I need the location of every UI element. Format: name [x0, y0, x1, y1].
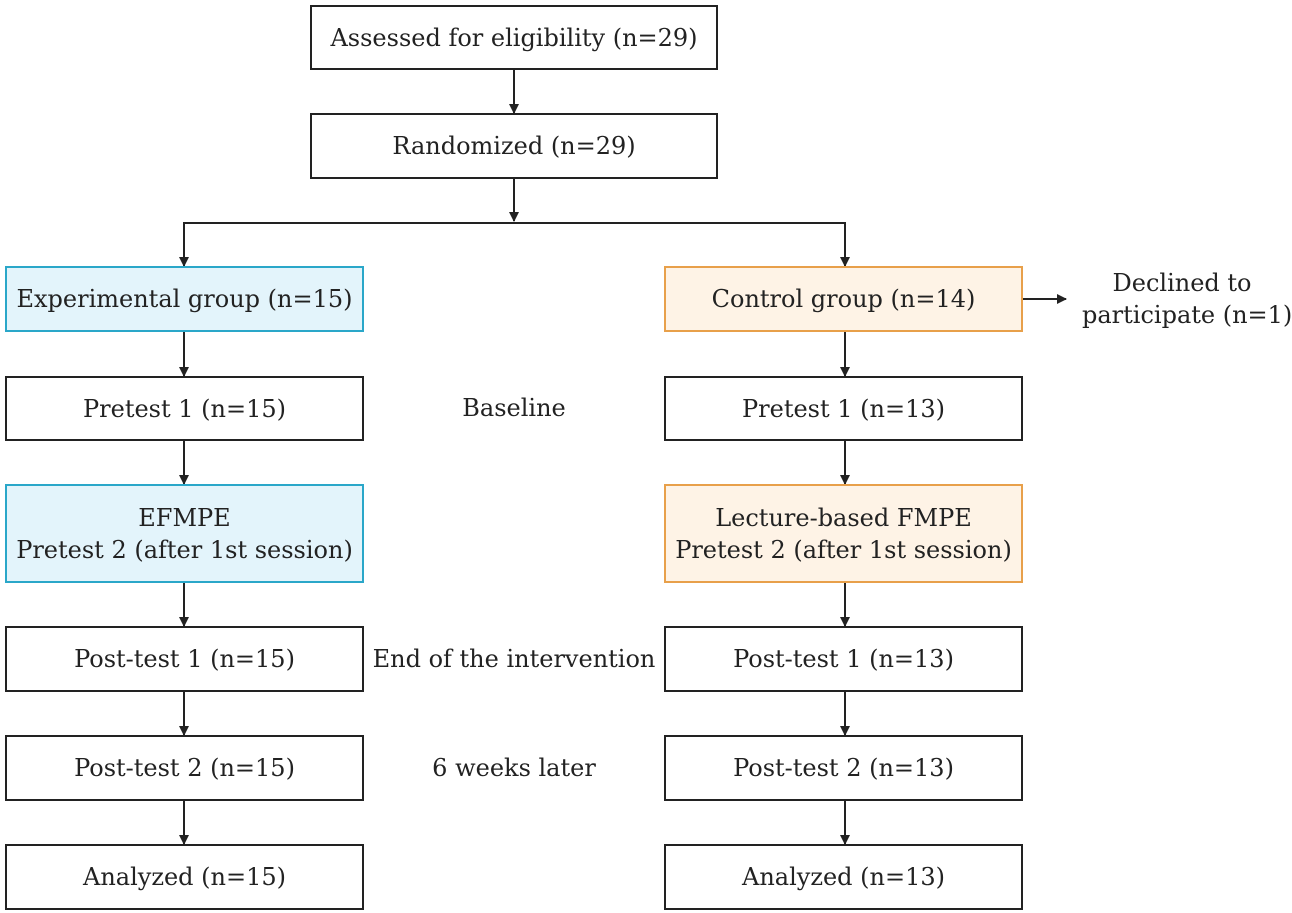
experimental-pretest2-label: Pretest 2 (after 1st session): [16, 535, 353, 564]
control-posttest2-box: Post-test 2 (n=13): [664, 735, 1023, 801]
experimental-posttest1-box: Post-test 1 (n=15): [5, 626, 364, 692]
assessed-label: Assessed for eligibility (n=29): [330, 23, 698, 52]
timepoint-baseline: Baseline: [462, 394, 566, 422]
experimental-posttest2-box: Post-test 2 (n=15): [5, 735, 364, 801]
control-analyzed-box: Analyzed (n=13): [664, 844, 1023, 910]
experimental-analyzed-box: Analyzed (n=15): [5, 844, 364, 910]
control-pretest2-label: Pretest 2 (after 1st session): [675, 535, 1012, 564]
experimental-group-box: Experimental group (n=15): [5, 266, 364, 332]
experimental-pretest1-label: Pretest 1 (n=15): [83, 394, 286, 423]
experimental-intervention-name: EFMPE: [138, 503, 231, 532]
control-intervention-box: Lecture-based FMPE Pretest 2 (after 1st …: [664, 484, 1023, 583]
declined-line2: participate (n=1): [1082, 301, 1292, 329]
timepoint-end-of-intervention: End of the intervention: [372, 645, 656, 673]
randomized-label: Randomized (n=29): [392, 132, 636, 160]
control-posttest1-box: Post-test 1 (n=13): [664, 626, 1023, 692]
split-connector: [183, 222, 846, 266]
control-posttest1-label: Post-test 1 (n=13): [733, 645, 954, 673]
experimental-posttest1-label: Post-test 1 (n=15): [74, 645, 295, 673]
control-pretest1-box: Pretest 1 (n=13): [664, 376, 1023, 441]
control-posttest2-label: Post-test 2 (n=13): [733, 754, 954, 782]
experimental-group-label: Experimental group (n=15): [16, 285, 353, 313]
declined-line1: Declined to: [1112, 269, 1252, 297]
control-group-label: Control group (n=14): [711, 285, 976, 313]
experimental-intervention-box: EFMPE Pretest 2 (after 1st session): [5, 484, 364, 583]
experimental-analyzed-label: Analyzed (n=15): [82, 863, 286, 891]
control-analyzed-label: Analyzed (n=13): [741, 863, 945, 891]
control-group-box: Control group (n=14): [664, 266, 1023, 332]
randomized-box: Randomized (n=29): [310, 113, 718, 179]
control-intervention-name: Lecture-based FMPE: [715, 503, 972, 532]
timepoint-six-weeks-later: 6 weeks later: [432, 754, 596, 782]
control-pretest1-label: Pretest 1 (n=13): [742, 394, 945, 423]
declined-note: Declined to participate (n=1): [1082, 267, 1292, 331]
experimental-pretest1-box: Pretest 1 (n=15): [5, 376, 364, 441]
experimental-posttest2-label: Post-test 2 (n=15): [74, 754, 295, 782]
assessed-box: Assessed for eligibility (n=29): [310, 5, 718, 70]
